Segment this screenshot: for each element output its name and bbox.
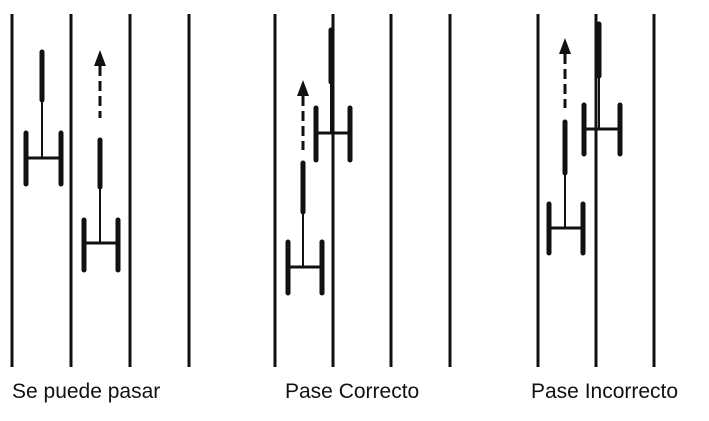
panel-incorrect-passing: [536, 14, 656, 367]
vehicle-left: [23, 49, 64, 187]
vehicle-passing: [546, 38, 586, 256]
vehicle-passed: [581, 21, 623, 157]
panel-legal-passing: [10, 14, 191, 367]
vehicle-right: [81, 50, 121, 273]
caption-correct-passing: Pase Correcto: [285, 380, 420, 403]
caption-legal-passing: Se puede pasar: [12, 380, 161, 403]
vehicle-passed: [313, 27, 353, 163]
panel-correct-passing: [273, 14, 452, 367]
arrow-head: [94, 50, 106, 66]
vehicle-passing: [285, 80, 325, 296]
caption-incorrect-passing: Pase Incorrecto: [531, 380, 679, 403]
arrow-head: [297, 80, 309, 96]
arrow-head: [559, 38, 571, 54]
